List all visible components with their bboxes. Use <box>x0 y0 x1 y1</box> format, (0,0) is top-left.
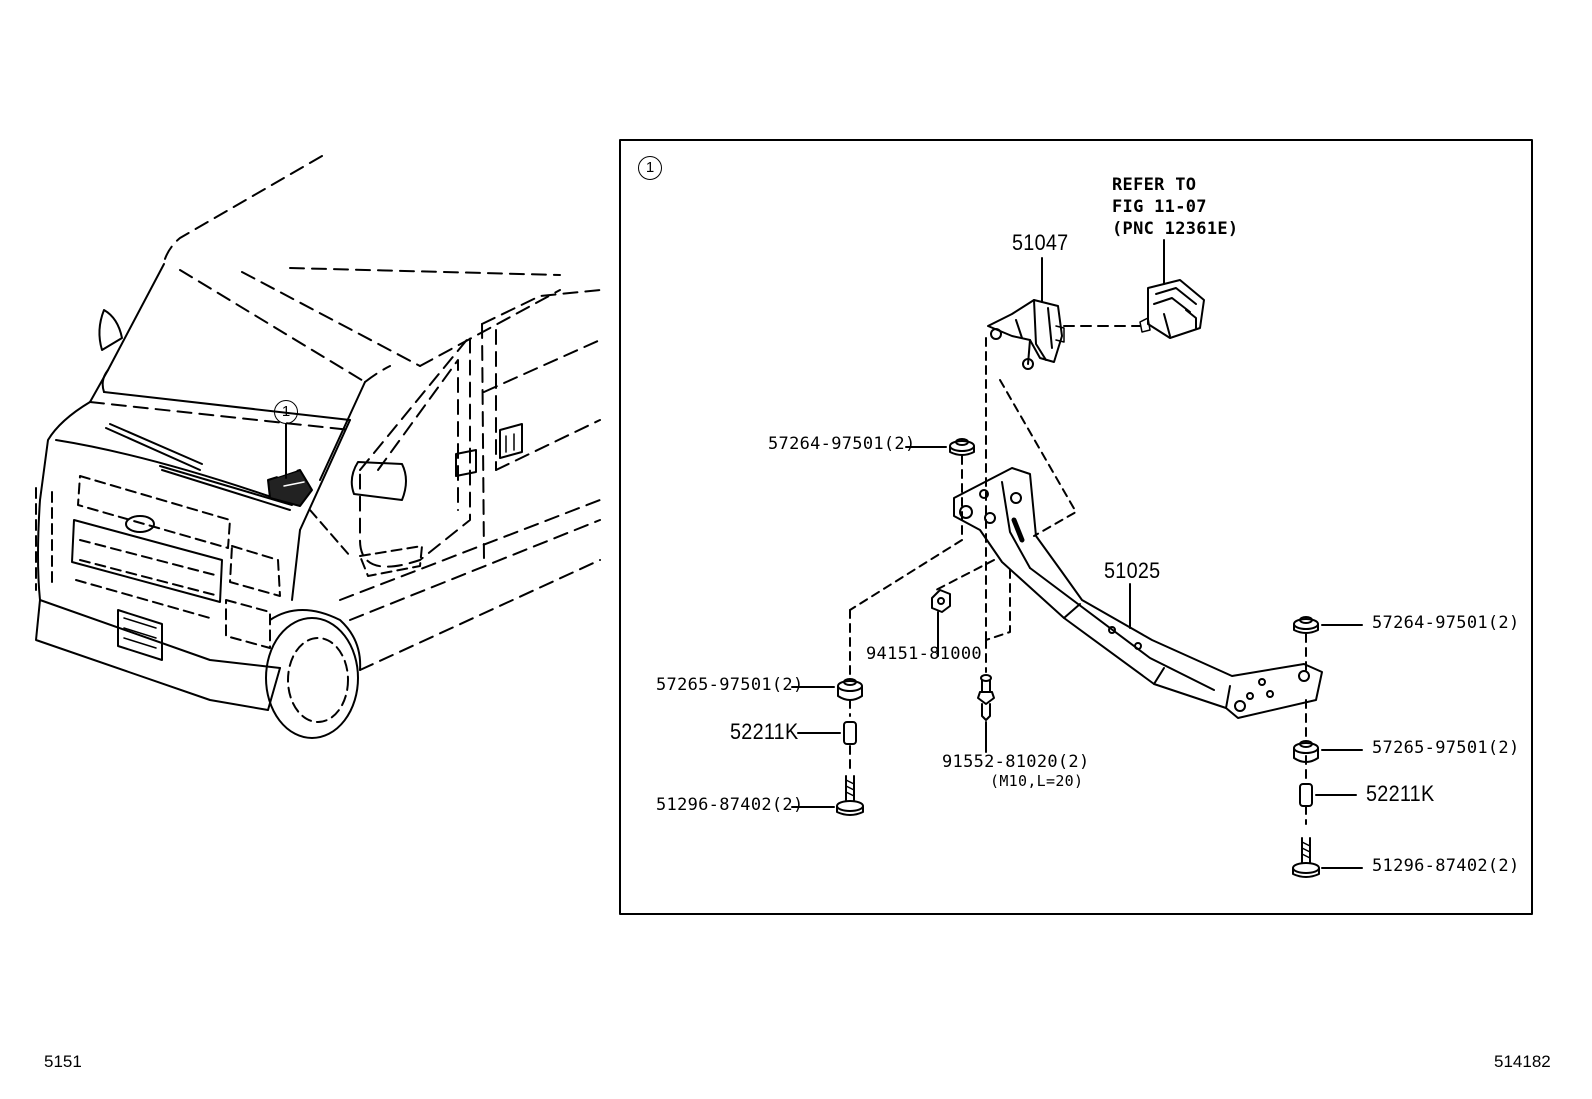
cushion-57265-left-drawing <box>791 678 863 701</box>
label-57264-right: 57264-97501(2) <box>1372 613 1520 633</box>
reference-note-line3: (PNC 12361E) <box>1112 219 1239 239</box>
label-51296-left: 51296-87402(2) <box>656 795 804 815</box>
label-51296-right: 51296-87402(2) <box>1372 856 1520 876</box>
label-91552-spec: (M10,L=20) <box>990 772 1084 790</box>
footer-right-code: 514182 <box>1494 1052 1551 1071</box>
cushion-57264-right-drawing <box>1293 616 1363 634</box>
detail-marker-frame: 1 <box>638 156 662 180</box>
collar-52211K-right-drawing <box>1299 783 1357 807</box>
label-51025: 51025 <box>1104 558 1161 583</box>
bracket-51047-drawing <box>987 257 1065 370</box>
collar-52211K-left-drawing <box>797 721 857 745</box>
label-57264-left: 57264-97501(2) <box>768 434 916 454</box>
label-91552: 91552-81020(2) <box>942 752 1090 772</box>
footer-left-code: 5151 <box>44 1052 82 1071</box>
bolt-51296-left-drawing <box>791 775 864 816</box>
label-52211K-right: 52211K <box>1366 781 1435 806</box>
bolt-91552-drawing <box>977 674 995 753</box>
bolt-51296-right-drawing <box>1292 837 1363 878</box>
cushion-57265-right-drawing <box>1293 740 1363 763</box>
label-51047: 51047 <box>1012 230 1069 255</box>
detail-frame <box>619 139 1533 915</box>
label-52211K-left: 52211K <box>730 719 799 744</box>
label-57265-right: 57265-97501(2) <box>1372 738 1520 758</box>
label-94151: 94151-81000 <box>866 644 982 664</box>
referenced-part-drawing <box>1139 239 1205 339</box>
detail-marker-vehicle: 1 <box>274 400 298 424</box>
member-51025-drawing <box>953 467 1323 719</box>
vehicle-illustration <box>35 155 601 739</box>
nut-94151-drawing <box>931 589 951 657</box>
cushion-57264-left-drawing <box>905 438 975 456</box>
reference-note-line2: FIG 11-07 <box>1112 197 1207 217</box>
label-57265-left: 57265-97501(2) <box>656 675 804 695</box>
reference-note: REFER TO FIG 11-07 (PNC 12361E) <box>1112 174 1238 240</box>
reference-note-line1: REFER TO <box>1112 175 1197 195</box>
